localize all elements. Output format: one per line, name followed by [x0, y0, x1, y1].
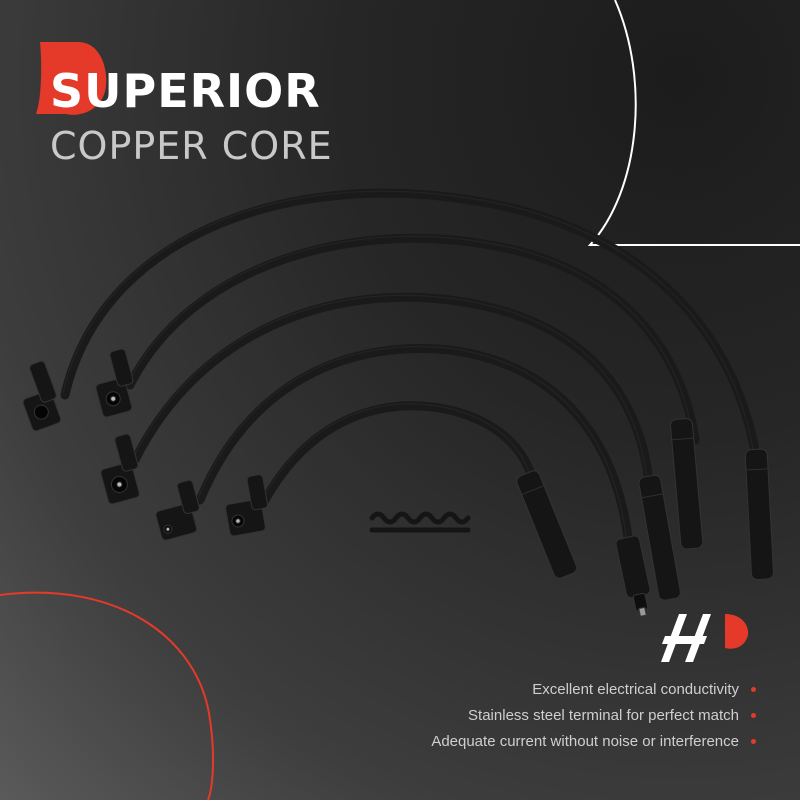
wire-4	[195, 344, 635, 560]
wire-separator-clip	[369, 511, 471, 533]
feature-text: Adequate current without noise or interf…	[431, 732, 739, 750]
coil-boot-5	[516, 470, 578, 579]
wire-5	[260, 401, 540, 505]
boot-1	[22, 360, 62, 432]
coil-boot-1	[744, 448, 774, 581]
coil-boot-2	[670, 418, 704, 550]
boot-5	[225, 474, 268, 537]
red-arc-line	[0, 591, 215, 800]
white-arc-line	[587, 0, 800, 246]
coil-boot-3	[638, 474, 681, 601]
coil-boot-4	[615, 535, 651, 617]
boot-4	[155, 479, 200, 541]
right-boots	[516, 418, 774, 617]
bullet-dot-icon	[751, 712, 756, 718]
left-boots	[22, 348, 268, 541]
list-item: Excellent electrical conductivity	[276, 676, 756, 702]
red-flag-shape	[36, 42, 107, 115]
feature-list: Excellent electrical conductivity Stainl…	[276, 676, 756, 754]
bullet-dot-icon	[751, 738, 756, 744]
feature-text: Excellent electrical conductivity	[532, 680, 739, 698]
boot-3	[100, 433, 140, 505]
headline: SUPERIOR COPPER CORE	[36, 42, 366, 172]
headline-line-2: COPPER CORE	[50, 124, 333, 168]
headline-line-1: SUPERIOR	[50, 64, 321, 118]
wire-3	[130, 292, 655, 495]
bullet-dot-icon	[751, 686, 756, 692]
boot-2	[95, 348, 134, 418]
list-item: Stainless steel terminal for perfect mat…	[276, 702, 756, 728]
feature-text: Stainless steel terminal for perfect mat…	[468, 706, 739, 724]
a-premium-logo-icon	[661, 614, 749, 662]
list-item: Adequate current without noise or interf…	[276, 728, 756, 754]
